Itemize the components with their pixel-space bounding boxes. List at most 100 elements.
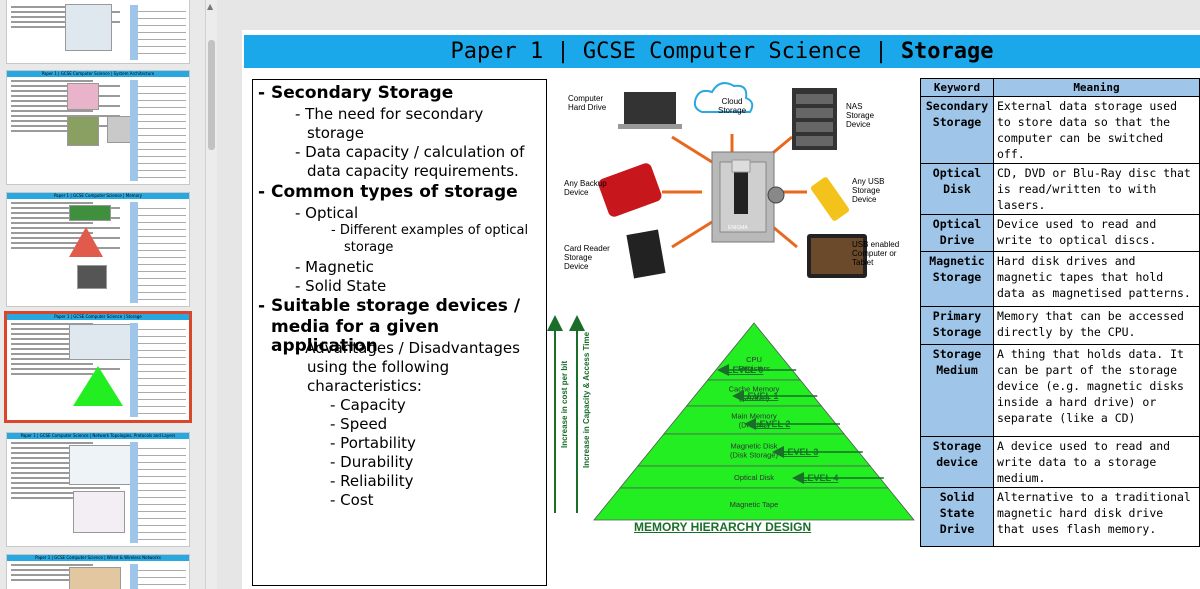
bullet-suitable-line1: - Suitable storage devices / (258, 296, 521, 316)
pyramid-layer-label: Optical Disk (734, 473, 774, 482)
pyramid-layer-label: Magnetic Disk (730, 442, 777, 451)
meaning-cell: A device used to read and write data to … (993, 436, 1200, 488)
bullet-need-line1: - The need for secondary (295, 105, 484, 123)
bullet-advantages-line2: using the following (307, 358, 450, 376)
bullet-magnetic: - Magnetic (295, 258, 374, 276)
label-backup-device: Any Backup Device (564, 179, 607, 197)
thumbnail-scrollbar[interactable]: ▲ (205, 0, 217, 589)
bullet-text-box[interactable]: - Secondary Storage - The need for secon… (252, 79, 547, 586)
title-prefix: Paper 1 | GCSE Computer Science | (450, 39, 901, 64)
bullet-secondary-storage: - Secondary Storage (258, 83, 454, 103)
bullet-advantages-line3: characteristics: (307, 377, 422, 395)
level-label: LEVEL 4 (802, 473, 838, 483)
bullet-need-line2: storage (307, 124, 364, 142)
keyword-cell: Magnetic Storage (920, 251, 994, 307)
slide-thumbnail-3[interactable]: Paper 1 | GCSE Computer Science | Memory (6, 192, 190, 307)
bullet-solid-state: - Solid State (295, 277, 387, 295)
slide-canvas[interactable]: Paper 1 | GCSE Computer Science | Storag… (242, 30, 1200, 589)
meaning-cell: External data storage used to store data… (993, 96, 1200, 164)
pyramid-layer-label: CPU (746, 355, 762, 364)
pyramid-layer (593, 487, 915, 521)
scrollbar-thumb[interactable] (208, 40, 215, 150)
bullet-portability: - Portability (330, 434, 416, 452)
backup-drive-icon (598, 163, 662, 217)
keyword-cell: Secondary Storage (920, 96, 994, 164)
thumbnail-title: Paper 1 | GCSE Computer Science | Networ… (7, 433, 189, 439)
label-usb-tablet: USB enabled Computer or Tablet (852, 240, 900, 267)
label-nas-storage: NAS Storage Device (846, 102, 875, 129)
pyramid-layer-label: Registers (738, 364, 770, 373)
thumbnail-title: Paper 1 | GCSE Computer Science | Storag… (7, 314, 189, 320)
bullet-cost: - Cost (330, 491, 374, 509)
keyword-cell: Optical Disk (920, 163, 994, 215)
keyword-cell: Storage Medium (920, 344, 994, 437)
thumbnail-title: Paper 1 | GCSE Computer Science | System… (7, 71, 189, 77)
label-computer-hard-drive: Computer Hard Drive (568, 94, 607, 112)
pyramid-layer-label: (SRAMs) (739, 394, 770, 403)
slide-title: Paper 1 | GCSE Computer Science | Storag… (244, 35, 1200, 68)
bullet-optical-examples-line2: storage (344, 240, 394, 255)
card-reader-icon (626, 229, 666, 279)
meaning-cell: Hard disk drives and magnetic tapes that… (993, 251, 1200, 307)
usb-stick-icon (810, 177, 850, 221)
label-card-reader: Card Reader Storage Device (564, 244, 610, 271)
level-label: LEVEL 2 (754, 419, 790, 429)
slide-thumbnail-2[interactable]: Paper 1 | GCSE Computer Science | System… (6, 70, 190, 185)
bullet-optical: - Optical (295, 204, 359, 222)
bullet-optical-examples-line1: - Different examples of optical (331, 223, 529, 238)
meaning-cell: CD, DVD or Blu-Ray disc that is read/wri… (993, 163, 1200, 215)
memory-hierarchy-pyramid: Increase in cost per bit Increase in Cap… (547, 308, 917, 538)
header-meaning: Meaning (993, 78, 1200, 97)
laptop-icon (624, 92, 676, 124)
bullet-durability: - Durability (330, 453, 414, 471)
storage-devices-diagram: Computer Hard Drive Cloud Storage NAS St… (562, 82, 912, 282)
scroll-up-icon[interactable]: ▲ (207, 2, 214, 11)
pyramid-layer-label: Main Memory (731, 412, 777, 421)
label-cloud-storage: Cloud Storage (718, 97, 747, 115)
bullet-advantages-line1: - Advantages / Disadvantages (295, 339, 520, 357)
level-label: LEVEL 0 (727, 365, 763, 375)
pyramid-caption: MEMORY HIERARCHY DESIGN (634, 520, 812, 534)
bullet-capacity-line2: data capacity requirements. (307, 162, 519, 180)
bullet-suitable-line2: media for a given application (271, 317, 440, 356)
meaning-cell: Device used to read and write to optical… (993, 214, 1200, 252)
keyword-cell: Storage device (920, 436, 994, 488)
slide-thumbnail-4-selected[interactable]: Paper 1 | GCSE Computer Science | Storag… (4, 311, 192, 423)
bullet-common-types: - Common types of storage (258, 182, 518, 202)
keyword-cell: Primary Storage (920, 306, 994, 345)
bullet-capacity-line1: - Data capacity / calculation of (295, 143, 525, 161)
pyramid-layer-label: (Disk Storage) (730, 451, 778, 460)
storage-devices-graphic (598, 82, 867, 279)
meaning-cell: A thing that holds data. It can be part … (993, 344, 1200, 437)
slide-thumbnail-6[interactable]: Paper 1 | GCSE Computer Science | Wired … (6, 554, 190, 589)
bullet-capacity: - Capacity (330, 396, 406, 414)
keyword-cell: Solid State Drive (920, 487, 994, 547)
level-label: LEVEL 1 (742, 391, 778, 401)
level-label: LEVEL 3 (782, 447, 818, 457)
bullet-speed: - Speed (330, 415, 388, 433)
thumbnail-title: Paper 1 | GCSE Computer Science | Wired … (7, 555, 189, 561)
label-usb-storage: Any USB Storage Device (852, 177, 885, 204)
slide-thumbnail-5[interactable]: Paper 1 | GCSE Computer Science | Networ… (6, 432, 190, 547)
pyramid-layer-label: Magnetic Tape (730, 500, 779, 509)
slide-thumbnail-pane: Paper 1 | GCSE Computer Science | System… (0, 0, 205, 589)
meaning-cell: Memory that can be accessed directly by … (993, 306, 1200, 345)
header-keyword: Keyword (920, 78, 994, 97)
pyramid-graphic: Increase in cost per bit Increase in Cap… (547, 315, 915, 521)
slide-thumbnail-1[interactable] (6, 0, 190, 64)
meaning-cell: Alternative to a traditional magnetic ha… (993, 487, 1200, 547)
cloud-icon (693, 82, 754, 113)
label-enigma: ENIGMA (728, 225, 748, 231)
keyword-cell: Optical Drive (920, 214, 994, 252)
